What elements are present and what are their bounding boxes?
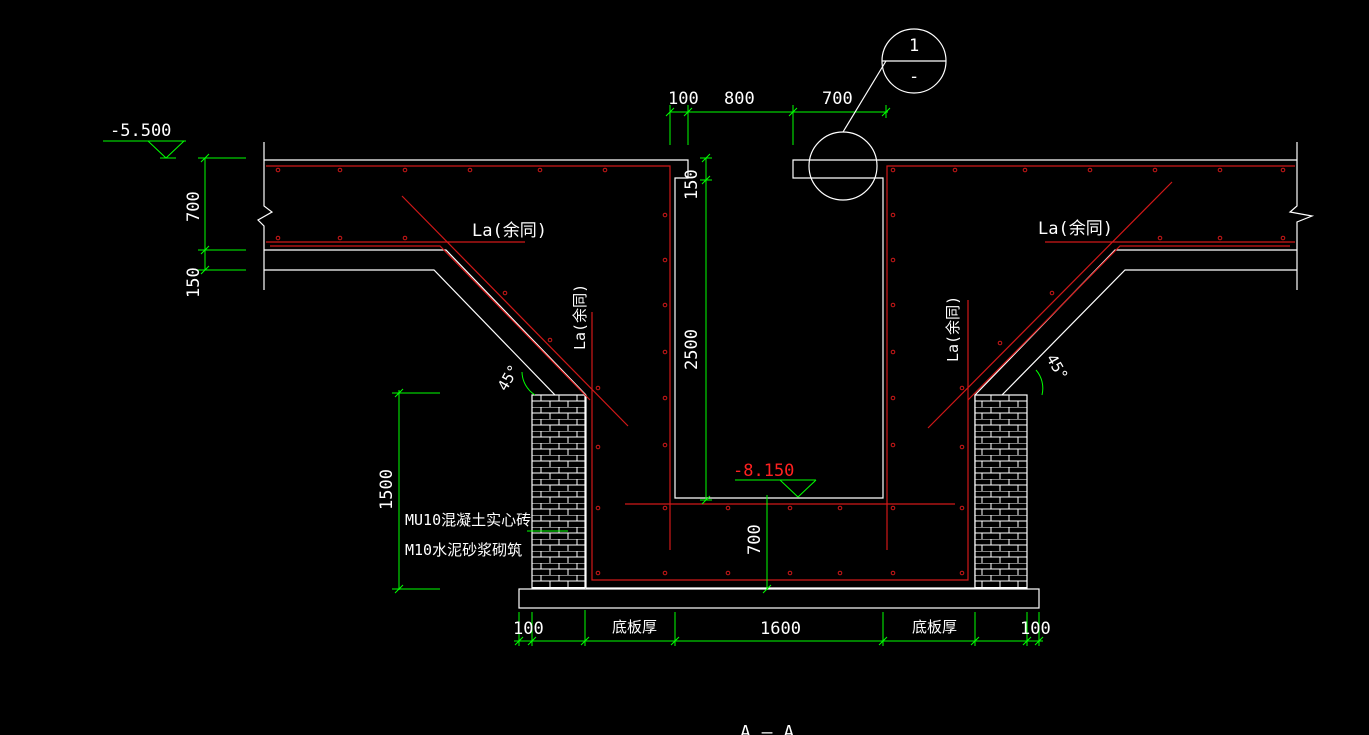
detail-marker-sheet: - [909, 67, 919, 87]
elevation-top: -5.500 [110, 121, 171, 141]
rebar-haunch-right [967, 245, 1290, 401]
dim-slab-150: 150 [184, 267, 204, 298]
dimension-lines [103, 105, 1044, 646]
rebar-lines [266, 165, 1295, 581]
dim-bottom-1600: 1600 [760, 619, 801, 639]
drawing-texts: -5.500 -8.150 100 800 700 700 150 150 25… [110, 36, 1113, 735]
brick-wall-left [531, 394, 586, 589]
label-la-right-top: La(余同) [1038, 219, 1113, 239]
dim-bottom-right-100: 100 [1020, 619, 1051, 639]
angle-arc-right [1035, 369, 1044, 396]
right-haunch-inner [1001, 269, 1297, 396]
rebar-haunch-left [270, 245, 591, 401]
dim-bottom-left-100: 100 [513, 619, 544, 639]
dim-top-100: 100 [668, 89, 699, 109]
dim-pit-150: 150 [682, 169, 702, 200]
rebar-dots [275, 167, 1286, 576]
label-brick-line2: M10水泥砂浆砌筑 [405, 541, 522, 559]
brick-wall-right [974, 394, 1028, 589]
left-haunch-inner [264, 269, 556, 396]
label-angle-right: 45° [1043, 351, 1072, 383]
dim-pit-2500: 2500 [682, 329, 702, 370]
elevation-bottom: -8.150 [733, 461, 794, 481]
detail-marker [808, 28, 947, 201]
dim-wall-1500: 1500 [377, 469, 397, 510]
concrete-outline [257, 142, 1315, 609]
label-la-left-vertical: La(余同) [571, 284, 589, 350]
right-break-line [1288, 142, 1315, 290]
dim-top-700: 700 [822, 89, 853, 109]
rebar-top-left [266, 165, 671, 550]
label-angle-left: 45° [494, 362, 523, 394]
label-la-right-vertical: La(余同) [944, 296, 962, 362]
base-plate [518, 588, 1040, 609]
left-haunch-outer [264, 249, 587, 396]
rebar-diag-left [401, 195, 629, 427]
dim-top-800: 800 [724, 89, 755, 109]
dim-bottom-700: 700 [745, 524, 765, 555]
section-title: A — A [740, 722, 794, 735]
rebar-top-right [886, 165, 1295, 550]
label-brick-line1: MU10混凝土实心砖 [405, 511, 531, 529]
left-slab-top [264, 159, 1297, 499]
label-la-left-top: La(余同) [472, 221, 547, 241]
rebar-diag-right [927, 181, 1173, 429]
angle-arc-left [521, 371, 536, 396]
detail-marker-number: 1 [909, 36, 919, 56]
left-break-line [257, 142, 274, 290]
right-haunch-outer [974, 249, 1297, 396]
detail-marker-callout-circle [808, 131, 878, 201]
dim-bottom-plate-right: 底板厚 [912, 618, 957, 636]
rebar-left-vertical [591, 300, 969, 581]
dim-bottom-plate-left: 底板厚 [612, 618, 657, 636]
dim-slab-700: 700 [184, 191, 204, 222]
